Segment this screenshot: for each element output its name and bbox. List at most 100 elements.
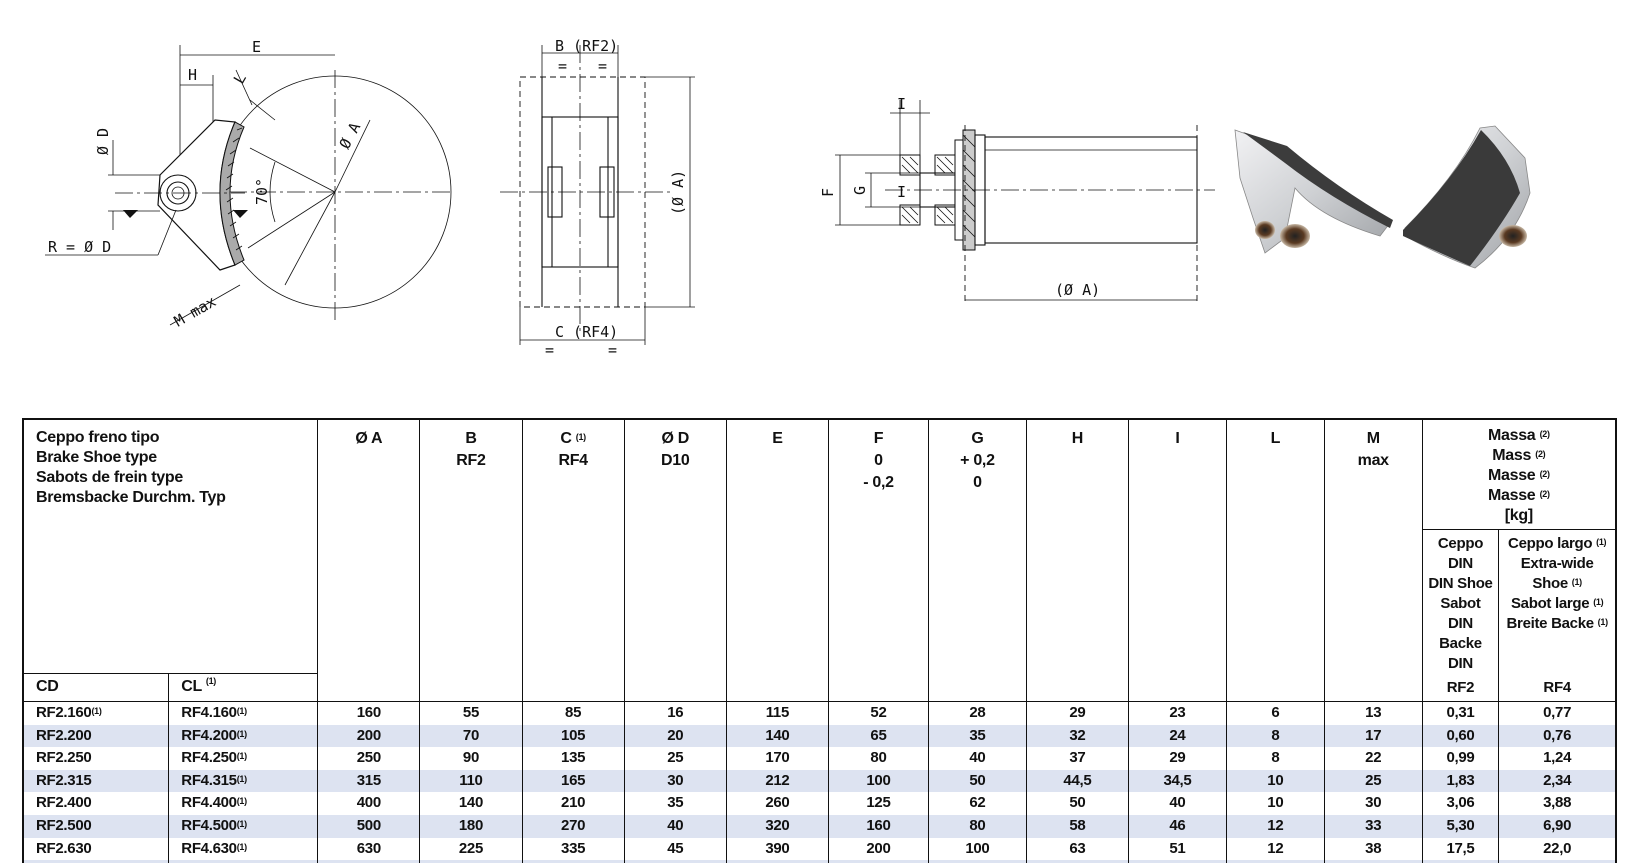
col-header-a: Ø A bbox=[317, 419, 421, 702]
cd-cell: RF2.630 bbox=[22, 837, 170, 861]
eq-mark: = bbox=[608, 341, 617, 355]
label-a-front: (Ø A) bbox=[669, 170, 687, 215]
mass-rf2-cell: 0,60 bbox=[1421, 724, 1500, 748]
value-cell: 200 bbox=[317, 724, 421, 748]
value-cell: 165 bbox=[521, 769, 625, 793]
section-view-drawing: I F G I (Ø A) bbox=[819, 95, 1215, 305]
value-cell: 8 bbox=[1225, 747, 1325, 770]
mass-rf4-cell: 2,34 bbox=[1498, 769, 1617, 793]
value-cell: 140 bbox=[725, 724, 829, 748]
value-cell: 58 bbox=[1025, 814, 1130, 838]
label-angle: 70° bbox=[253, 178, 271, 205]
value-cell: 50 bbox=[927, 769, 1027, 793]
value-cell: 140 bbox=[419, 792, 523, 815]
mass-rf4-cell: 6,90 bbox=[1498, 814, 1617, 838]
value-cell: 55 bbox=[419, 700, 523, 725]
col-header-c: C (1)RF4 bbox=[521, 419, 625, 702]
label-i-top: I bbox=[897, 95, 906, 113]
value-cell: 135 bbox=[521, 747, 625, 770]
type-label-it: Ceppo freno tipo bbox=[36, 429, 160, 446]
cd-cell: RF2.315 bbox=[22, 769, 170, 793]
value-cell: 34,5 bbox=[1128, 769, 1227, 793]
rf4-label: RF4 bbox=[1498, 673, 1617, 702]
label-a: Ø A bbox=[336, 120, 365, 152]
mass-rf2-cell: 3,06 bbox=[1421, 792, 1500, 815]
mass-rf4-cell: 22,0 bbox=[1498, 837, 1617, 861]
value-cell: 22 bbox=[1323, 747, 1423, 770]
value-cell: 50 bbox=[1025, 792, 1130, 815]
col-header-i: I bbox=[1128, 419, 1227, 702]
label-f: F bbox=[819, 188, 837, 197]
mass-rf2-cell: 5,30 bbox=[1421, 814, 1500, 838]
value-cell: 29 bbox=[1128, 747, 1227, 770]
value-cell: 80 bbox=[827, 747, 929, 770]
label-m: M max bbox=[171, 292, 219, 330]
value-cell: 315 bbox=[317, 769, 421, 793]
col-header-l: L bbox=[1225, 419, 1325, 702]
cl-cell: RF4.200(1) bbox=[168, 724, 319, 748]
value-cell: 23 bbox=[1128, 700, 1227, 725]
cd-header: CD bbox=[22, 673, 170, 702]
value-cell: 35 bbox=[927, 724, 1027, 748]
type-label-fr: Sabots de frein type bbox=[36, 469, 183, 486]
value-cell: 35 bbox=[623, 792, 727, 815]
cd-cell: RF2.250 bbox=[22, 747, 170, 770]
value-cell: 30 bbox=[623, 769, 727, 793]
label-r: R = Ø D bbox=[48, 238, 111, 256]
value-cell: 225 bbox=[419, 837, 523, 861]
mass-rf4-cell: 1,24 bbox=[1498, 747, 1617, 770]
value-cell: 29 bbox=[1025, 700, 1130, 725]
mass-rf4-cell: 3,88 bbox=[1498, 792, 1617, 815]
value-cell: 110 bbox=[419, 769, 523, 793]
label-i-mid: I bbox=[897, 183, 906, 201]
cl-cell: RF4.160(1) bbox=[168, 700, 319, 725]
mass-rf2-cell: 0,31 bbox=[1421, 700, 1500, 725]
value-cell: 32 bbox=[1025, 724, 1130, 748]
value-cell: 40 bbox=[927, 747, 1027, 770]
mass-rf4-header: Ceppo largo (1) Extra-wide Shoe (1) Sabo… bbox=[1498, 529, 1617, 674]
value-cell: 44,5 bbox=[1025, 769, 1130, 793]
value-cell: 500 bbox=[317, 814, 421, 838]
value-cell: 63 bbox=[1025, 837, 1130, 861]
rf2-label: RF2 bbox=[1421, 673, 1500, 702]
col-header-e: E bbox=[725, 419, 829, 702]
value-cell: 16 bbox=[623, 700, 727, 725]
value-cell: 260 bbox=[725, 792, 829, 815]
cd-cell: RF2.160(1) bbox=[22, 700, 170, 725]
value-cell: 630 bbox=[317, 837, 421, 861]
label-h: H bbox=[188, 66, 197, 84]
value-cell: 390 bbox=[725, 837, 829, 861]
value-cell: 115 bbox=[725, 700, 829, 725]
mass-rf4-cell: 0,77 bbox=[1498, 700, 1617, 725]
value-cell: 33 bbox=[1323, 814, 1423, 838]
value-cell: 105 bbox=[521, 724, 625, 748]
label-l: L bbox=[230, 70, 250, 87]
value-cell: 10 bbox=[1225, 769, 1325, 793]
value-cell: 212 bbox=[725, 769, 829, 793]
value-cell: 30 bbox=[1323, 792, 1423, 815]
type-label-de: Bremsbacke Durchm. Typ bbox=[36, 489, 226, 506]
value-cell: 37 bbox=[1025, 747, 1130, 770]
value-cell: 335 bbox=[521, 837, 625, 861]
cd-cell: RF2.200 bbox=[22, 724, 170, 748]
label-a-section: (Ø A) bbox=[1055, 281, 1100, 299]
col-header-h: H bbox=[1025, 419, 1130, 702]
value-cell: 40 bbox=[1128, 792, 1227, 815]
value-cell: 28 bbox=[927, 700, 1027, 725]
label-g: G bbox=[851, 186, 869, 195]
technical-drawings: E H L Ø D R = Ø D Ø A bbox=[0, 0, 1631, 400]
eq-mark: = bbox=[545, 341, 554, 355]
cd-cell: RF2.400 bbox=[22, 792, 170, 815]
value-cell: 400 bbox=[317, 792, 421, 815]
